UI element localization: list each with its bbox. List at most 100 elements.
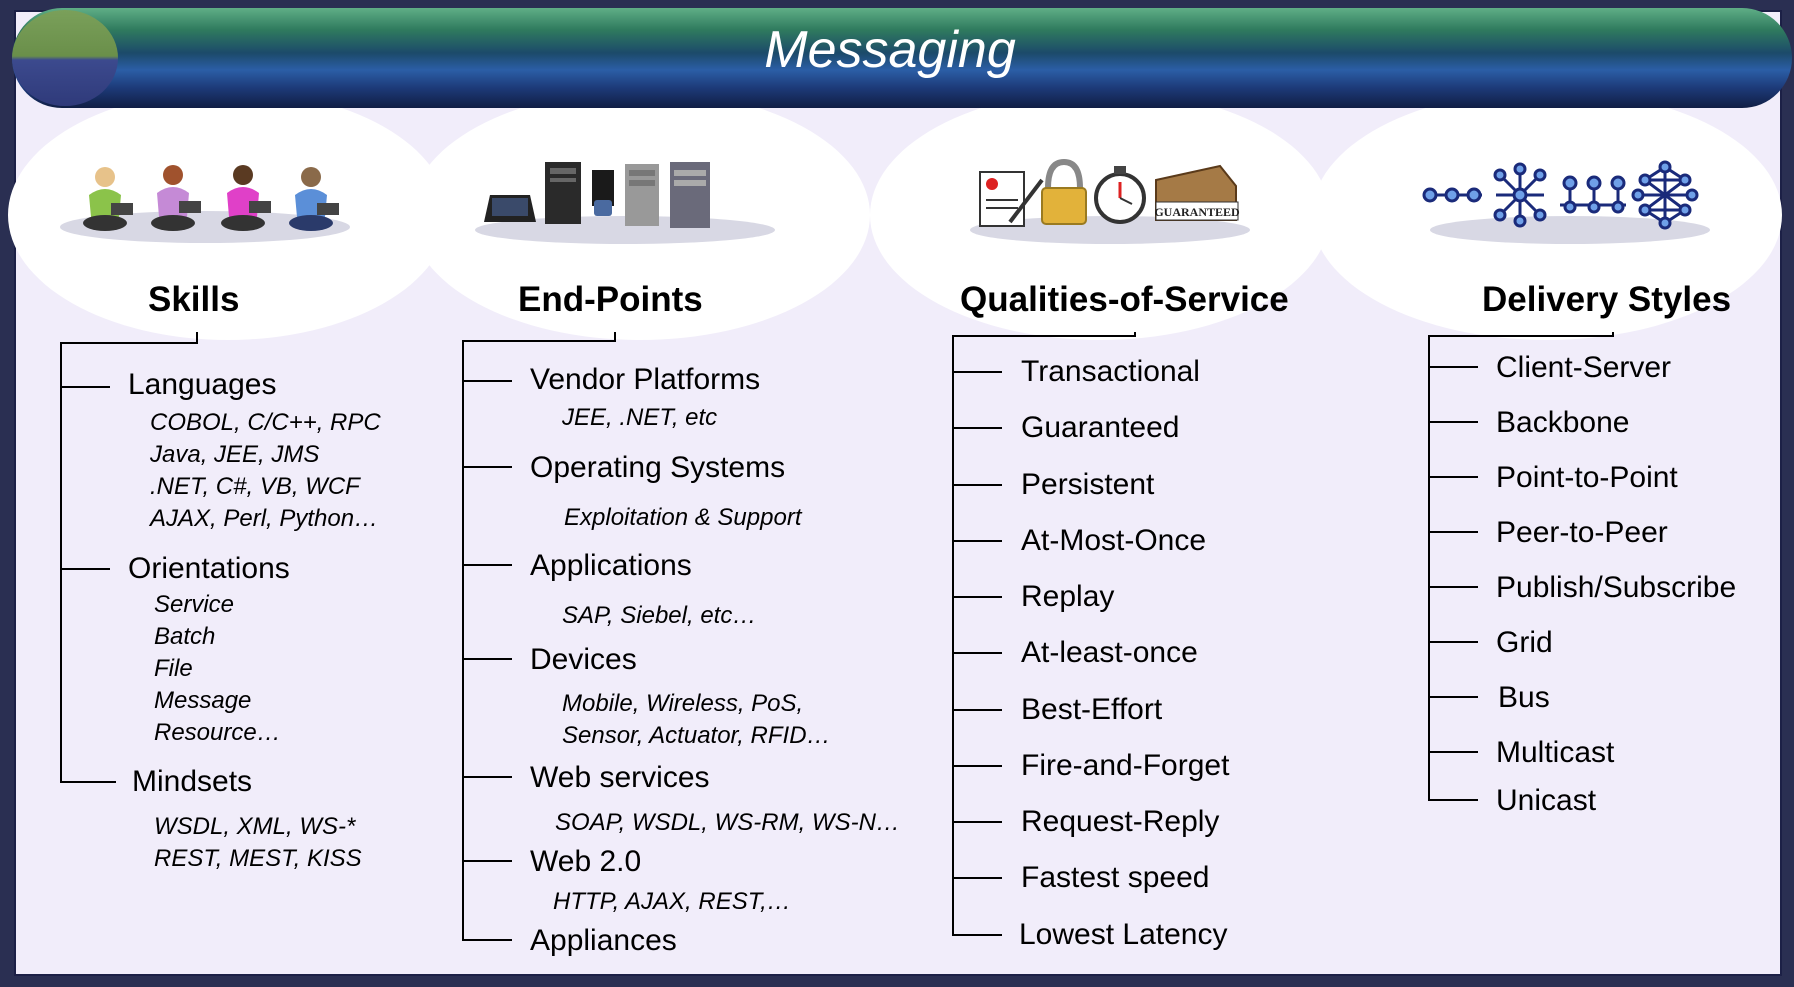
qos-item: Fire-and-Forget	[1021, 749, 1230, 782]
skills-detail: WSDL, XML, WS-*	[154, 813, 356, 840]
qos-branch	[952, 427, 1002, 429]
qos-branch	[952, 821, 1002, 823]
delivery-title: Delivery Styles	[1482, 280, 1732, 319]
endpoints-detail: HTTP, AJAX, REST,…	[553, 888, 791, 915]
endpoints-branch	[462, 466, 512, 468]
delivery-branch	[1428, 751, 1478, 753]
qos-branch	[952, 765, 1002, 767]
qos-tree-stem	[1134, 332, 1136, 336]
endpoints-branch	[462, 776, 512, 778]
skills-detail: Resource…	[154, 719, 281, 746]
skills-item-languages: Languages	[128, 368, 277, 401]
skills-branch	[60, 781, 116, 783]
qos-branch	[952, 540, 1002, 542]
delivery-branch	[1428, 641, 1478, 643]
skills-detail: File	[154, 655, 193, 682]
delivery-item: Backbone	[1496, 406, 1630, 439]
delivery-tree-stem	[1612, 332, 1614, 336]
endpoints-item-web-2-0: Web 2.0	[530, 845, 642, 878]
skills-detail: REST, MEST, KISS	[154, 845, 362, 872]
skills-tree-stem	[196, 332, 198, 344]
endpoints-item-devices: Devices	[530, 643, 637, 676]
endpoints-item-operating-systems: Operating Systems	[530, 451, 786, 484]
qos-item: Lowest Latency	[1019, 918, 1228, 951]
endpoints-detail: Sensor, Actuator, RFID…	[562, 722, 831, 749]
qos-branch	[952, 484, 1002, 486]
endpoints-detail: SAP, Siebel, etc…	[562, 602, 757, 629]
delivery-item: Multicast	[1496, 736, 1615, 769]
skills-tree-top	[60, 342, 198, 344]
qos-item: Persistent	[1021, 468, 1155, 501]
qos-tree-trunk	[952, 335, 954, 935]
guaranteed-stamp-text: GUARANTEED	[1154, 205, 1240, 219]
skills-item-orientations: Orientations	[128, 552, 290, 585]
delivery-item: Point-to-Point	[1496, 461, 1678, 494]
delivery-branch	[1428, 366, 1478, 368]
delivery-branch	[1428, 531, 1478, 533]
endpoints-branch	[462, 380, 512, 382]
endpoints-detail: Mobile, Wireless, PoS,	[562, 690, 804, 717]
delivery-item: Peer-to-Peer	[1496, 516, 1668, 549]
delivery-item: Grid	[1496, 626, 1553, 659]
qos-item: Replay	[1021, 580, 1115, 613]
endpoints-branch	[462, 860, 512, 862]
endpoints-detail: Exploitation & Support	[564, 504, 802, 531]
delivery-oval	[1312, 90, 1782, 340]
delivery-tree-top	[1428, 335, 1614, 337]
skills-detail: AJAX, Perl, Python…	[150, 505, 379, 532]
skills-title: Skills	[148, 280, 240, 319]
qos-item: Request-Reply	[1021, 805, 1220, 838]
delivery-branch	[1428, 586, 1478, 588]
endpoints-tree-stem	[614, 332, 616, 342]
endpoints-tree-top	[462, 340, 616, 342]
delivery-branch	[1428, 799, 1478, 801]
qos-branch	[952, 709, 1002, 711]
delivery-item: Bus	[1498, 681, 1550, 714]
qos-item: Fastest speed	[1021, 861, 1210, 894]
skills-detail: .NET, C#, VB, WCF	[150, 473, 360, 500]
endpoints-item-applications: Applications	[530, 549, 692, 582]
qos-item: Transactional	[1021, 355, 1200, 388]
delivery-branch	[1428, 696, 1478, 698]
endpoints-tree-trunk	[462, 340, 464, 940]
qos-tree-top	[952, 335, 1136, 337]
network-topology-icon	[1420, 155, 1720, 245]
qos-item: Guaranteed	[1021, 411, 1180, 444]
skills-detail: Service	[154, 591, 235, 618]
endpoints-branch	[462, 564, 512, 566]
endpoints-item-vendor-platforms: Vendor Platforms	[530, 363, 761, 396]
endpoints-item-appliances: Appliances	[530, 924, 677, 957]
delivery-branch	[1428, 421, 1478, 423]
delivery-item: Publish/Subscribe	[1496, 571, 1737, 604]
delivery-item: Unicast	[1496, 784, 1597, 817]
delivery-branch	[1428, 476, 1478, 478]
endpoints-detail: SOAP, WSDL, WS-RM, WS-N…	[555, 809, 900, 836]
skills-detail: COBOL, C/C++, RPC	[150, 409, 381, 436]
skills-detail: Java, JEE, JMS	[150, 441, 320, 468]
endpoints-detail: JEE, .NET, etc	[562, 404, 718, 431]
delivery-item: Client-Server	[1496, 351, 1672, 384]
qos-title: Qualities-of-Service	[960, 280, 1289, 319]
qos-branch	[952, 877, 1002, 879]
endpoints-branch	[462, 939, 512, 941]
qos-branch	[952, 652, 1002, 654]
qos-branch	[952, 596, 1002, 598]
endpoints-branch	[462, 658, 512, 660]
skills-detail: Batch	[154, 623, 216, 650]
qos-branch	[952, 934, 1002, 936]
skills-item-mindsets: Mindsets	[132, 765, 253, 798]
delivery-tree-trunk	[1428, 335, 1430, 800]
qos-oval	[870, 90, 1330, 340]
computers-devices-icon	[470, 150, 780, 245]
qos-item: At-least-once	[1021, 636, 1198, 669]
page-title: Messaging	[764, 21, 1016, 79]
qos-item: Best-Effort	[1021, 693, 1163, 726]
title-banner	[12, 8, 1792, 108]
qos-item: At-Most-Once	[1021, 524, 1207, 557]
skills-branch	[60, 568, 110, 570]
qos-branch	[952, 371, 1002, 373]
skills-tree-trunk	[60, 342, 62, 782]
skills-branch	[60, 386, 110, 388]
document-lock-stopwatch-guaranteed-icon: GUARANTEED	[960, 150, 1260, 245]
endpoints-item-web-services: Web services	[530, 761, 710, 794]
